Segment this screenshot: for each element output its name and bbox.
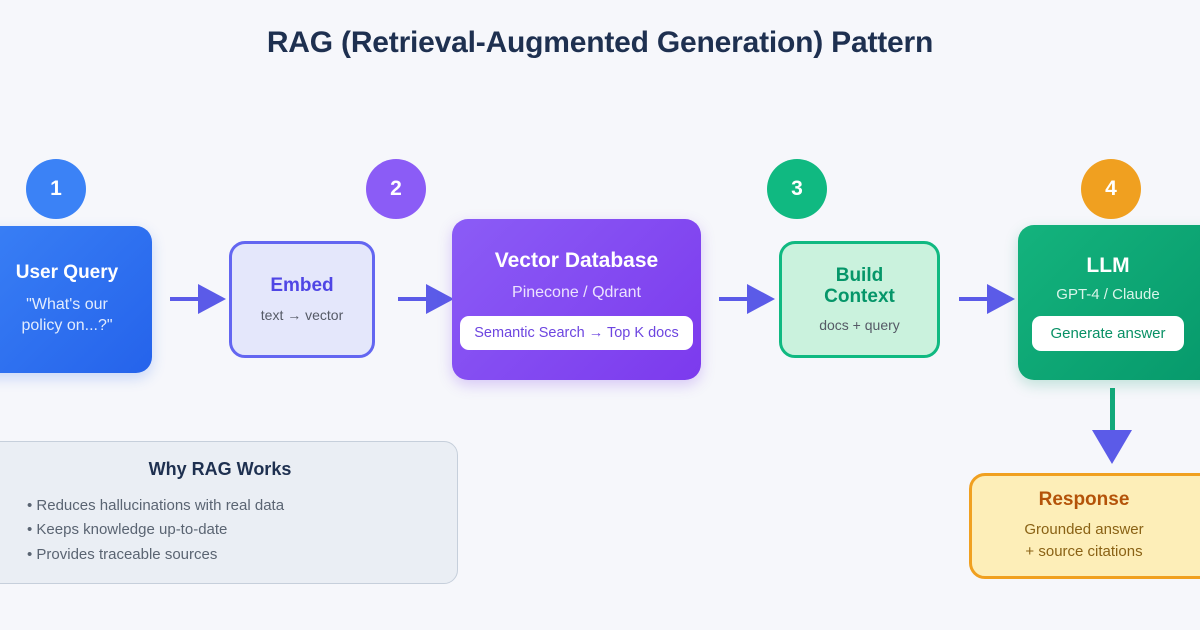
node-llm[interactable]: LLM GPT-4 / Claude Generate answer [1018,225,1200,380]
why-rag-works-item: • Reduces hallucinations with real data [27,497,285,514]
page-title: RAG (Retrieval-Augmented Generation) Pat… [266,26,934,59]
step-badge-1: 1 [26,159,86,219]
node-vector-database-subtitle: Pinecone / Qdrant [512,283,641,301]
step-badge-2: 2 [366,159,426,219]
arrow-shaft [170,297,198,301]
arrow-shaft [1109,388,1115,430]
node-vector-database[interactable]: Vector Database Pinecone / Qdrant Semant… [452,219,701,380]
node-build-context-title: Build Context [824,264,895,308]
node-user-query-title: User Query [15,262,119,284]
arrow-head-icon [198,284,226,314]
arrow-head-icon [426,284,454,314]
arrow-head-icon [987,284,1015,314]
node-llm-chip[interactable]: Generate answer [1032,315,1184,351]
arrow-head-icon [747,284,775,314]
why-rag-works-item: • Provides traceable sources [27,545,218,563]
node-response-subtitle: Grounded answer + source citations [1024,521,1144,560]
node-vector-database-title: Vector Database [494,248,659,272]
why-rag-works-item: • Keeps knowledge up-to-date [27,521,228,539]
arrow-shaft [719,297,747,301]
node-embed-title: Embed [270,274,334,296]
arrow-head-icon [1092,430,1132,464]
arrow-llm-to-response [1092,388,1132,464]
arrow-shaft [398,297,426,301]
node-user-query[interactable]: User Query "What's our policy on...?" [0,226,152,373]
node-build-context[interactable]: Build Context docs + query [779,241,940,358]
arrow-query-to-embed [170,281,226,317]
step-badge-4: 4 [1081,159,1141,219]
arrow-build-context-to-llm [959,281,1015,317]
node-response-title: Response [1038,489,1130,511]
node-vector-database-chip[interactable]: Semantic Search → Top K docs [460,316,693,351]
arrow-vector-db-to-build-context [719,281,775,317]
why-rag-works-title: Why RAG Works [148,459,292,479]
arrow-shaft [959,297,987,301]
arrow-embed-to-vector-db [398,281,454,317]
why-rag-works-panel: Why RAG Works • Reduces hallucinations w… [0,441,458,584]
node-embed[interactable]: Embed text → vector [229,241,375,358]
node-build-context-subtitle: docs + query [819,317,900,334]
node-llm-subtitle: GPT-4 / Claude [1056,286,1160,304]
node-user-query-subtitle: "What's our policy on...?" [21,296,113,334]
node-embed-subtitle: text → vector [260,306,344,323]
node-llm-title: LLM [1086,254,1130,278]
node-response[interactable]: Response Grounded answer + source citati… [969,473,1200,579]
step-badge-3: 3 [767,159,827,219]
